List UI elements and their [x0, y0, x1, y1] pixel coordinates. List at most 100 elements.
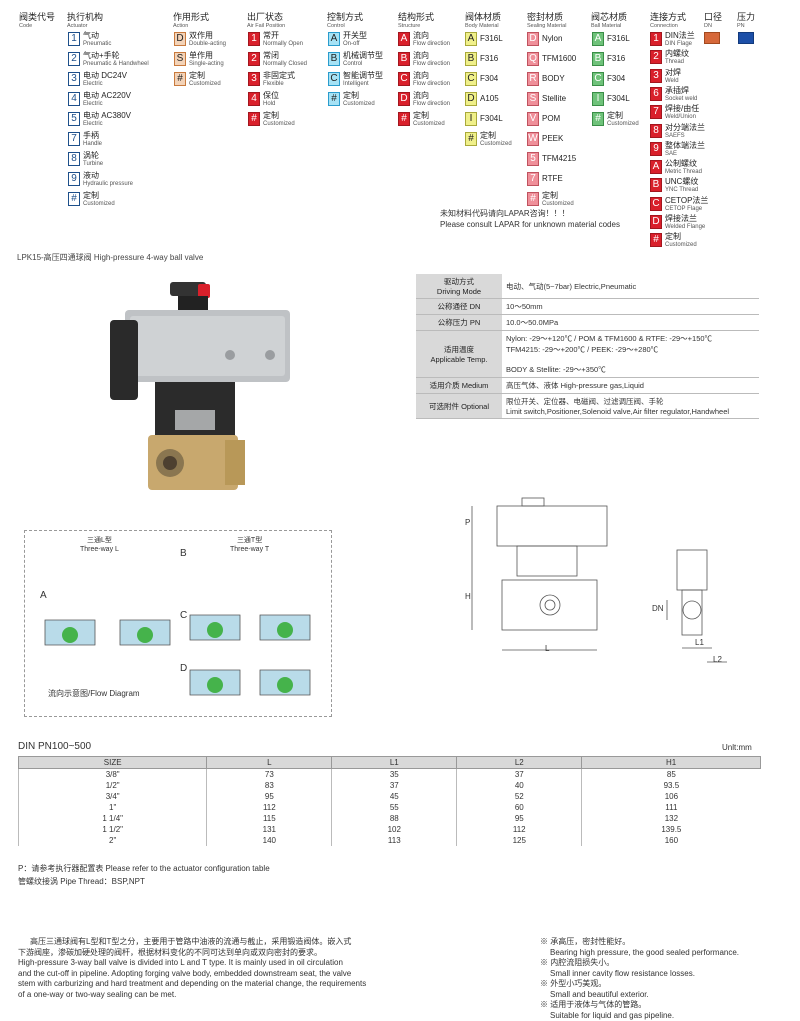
- control-label: 机械调节型: [343, 52, 383, 60]
- connection-label-en: Welded Flange: [665, 223, 705, 231]
- body-value: F316L: [480, 32, 503, 46]
- actuator-label: 手柄: [83, 132, 102, 140]
- action-label-en: Single-acting: [189, 60, 224, 68]
- table-cell: 3/4": [19, 791, 207, 802]
- body-code-box: A: [465, 32, 477, 46]
- table-cell: 1/2": [19, 780, 207, 791]
- connection-code-box: C: [650, 197, 662, 211]
- structure-label-en: Flow direction: [413, 80, 450, 88]
- body-code-box: I: [465, 112, 477, 126]
- table-cell: 93.5: [582, 780, 761, 791]
- actuator-code-box: 4: [68, 92, 80, 106]
- actuator-label-en: Electric: [83, 80, 127, 88]
- connection-code-box: A: [650, 160, 662, 174]
- seal-code-box: W: [527, 132, 539, 146]
- dim-header: L2: [457, 757, 582, 769]
- body-code-box: #: [465, 132, 477, 146]
- table-cell: 140: [207, 835, 332, 846]
- features-list: ※ 承高压，密封性能好。Bearing high pressure, the g…: [540, 937, 739, 1021]
- ball-label: 定制: [607, 112, 639, 120]
- connection-label: 对分端法兰: [665, 124, 705, 132]
- seal-code-box: S: [527, 92, 539, 106]
- spec-key: 适用介质 Medium: [416, 378, 502, 394]
- fail-label-en: Hold: [263, 100, 279, 108]
- connection-label-en: SAE: [665, 150, 705, 158]
- actuator-label-en: Turbine: [83, 160, 103, 168]
- dim-P: P: [465, 518, 470, 527]
- ball-code-box: #: [592, 112, 604, 126]
- actuator-label: 涡轮: [83, 152, 103, 160]
- actuator-code-box: #: [68, 192, 80, 206]
- actuator-code-box: 3: [68, 72, 80, 86]
- table-cell: 35: [332, 769, 457, 781]
- product-title: LPK15-高压四通球阀 High-pressure 4-way ball va…: [17, 252, 203, 263]
- action-code-box: #: [174, 72, 186, 86]
- actuator-code-box: 1: [68, 32, 80, 46]
- action-label: 定制: [189, 72, 221, 80]
- actuator-label-en: Pneumatic & Handwheel: [83, 60, 149, 68]
- table-cell: 3/8": [19, 769, 207, 781]
- dim-DN: DN: [652, 604, 664, 613]
- connection-label: 内螺纹: [665, 50, 689, 58]
- seal-code-box: V: [527, 112, 539, 126]
- fail-label-en: Normally Open: [263, 40, 303, 48]
- body-code-box: C: [465, 72, 477, 86]
- actuator-label: 气动: [83, 32, 111, 40]
- table-cell: 52: [457, 791, 582, 802]
- dim-L1: L1: [695, 638, 704, 647]
- connection-code-box: 6: [650, 87, 662, 101]
- note-thread: 管螺纹接涡 Pipe Thread：BSP,NPT: [18, 877, 145, 887]
- table-cell: 95: [457, 813, 582, 824]
- action-label-en: Double-acting: [189, 40, 226, 48]
- fail-label-en: Normally Closed: [263, 60, 307, 68]
- connection-code-box: #: [650, 233, 662, 247]
- structure-label: 流向: [413, 72, 450, 80]
- spec-value: 电动、气动(5~7bar) Electric,Pneumatic: [502, 274, 759, 299]
- table-cell: 113: [332, 835, 457, 846]
- control-label: 智能调节型: [343, 72, 383, 80]
- actuator-label-en: Handle: [83, 140, 102, 148]
- actuator-label-en: Electric: [83, 100, 131, 108]
- action-label: 双作用: [189, 32, 226, 40]
- actuator-label: 电动 AC380V: [83, 112, 131, 120]
- actuator-label-en: Pneumatic: [83, 40, 111, 48]
- seal-value: Nylon: [542, 32, 562, 46]
- connection-label-en: Weld/Union: [665, 113, 699, 121]
- feature-cn: ※ 承高压，密封性能好。: [540, 937, 739, 948]
- connection-label: UNC螺纹: [665, 178, 698, 186]
- structure-code-box: C: [398, 72, 410, 86]
- table-cell: 83: [207, 780, 332, 791]
- actuator-code-box: 8: [68, 152, 80, 166]
- action-label-en: Customized: [189, 80, 221, 88]
- table-cell: 37: [332, 780, 457, 791]
- body-label-en: Customized: [480, 140, 512, 148]
- structure-code-box: A: [398, 32, 410, 46]
- structure-code-box: #: [398, 112, 410, 126]
- table-cell: 132: [582, 813, 761, 824]
- fail-label: 定制: [263, 112, 295, 120]
- spec-value: Nylon: -29～+120℃ / POM & TFM1600 & RTFE:…: [502, 331, 759, 378]
- actuator-label: 气动+手轮: [83, 52, 149, 60]
- action-code-box: S: [174, 52, 186, 66]
- seal-code-box: D: [527, 32, 539, 46]
- body-value: F304L: [480, 112, 503, 126]
- actuator-code-box: 7: [68, 132, 80, 146]
- feature-en: Small and beautiful exterior.: [540, 990, 739, 1001]
